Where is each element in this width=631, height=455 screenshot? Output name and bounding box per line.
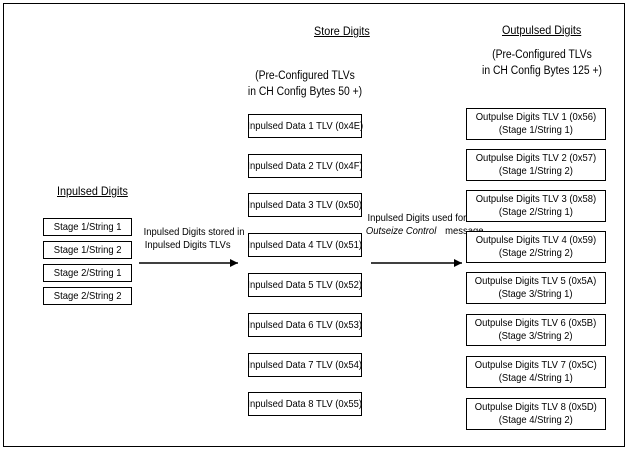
outpulse-tlv-2: Outpulse Digits TLV 2 (0x57)(Stage 1/Str… [466, 149, 606, 181]
outpulse-tlv-4: Outpulse Digits TLV 4 (0x59)(Stage 2/Str… [466, 231, 606, 263]
inpulsed-item-4: Stage 2/String 2 [43, 287, 132, 305]
store-digits-heading: Store Digits [314, 24, 370, 38]
inpulsed-item-3: Stage 2/String 1 [43, 264, 132, 282]
inpulsed-digits-heading: Inpulsed Digits [57, 184, 128, 198]
outpulse-tlv-1: Outpulse Digits TLV 1 (0x56)(Stage 1/Str… [466, 108, 606, 140]
outpulsed-digits-heading: Outpulsed Digits [502, 23, 582, 37]
store-tlv-3: Inpulsed Data 3 TLV (0x50) [248, 193, 362, 217]
inpulsed-item-2: Stage 1/String 2 [43, 241, 132, 259]
outpulse-tlv-3: Outpulse Digits TLV 3 (0x58)(Stage 2/Str… [466, 190, 606, 222]
outpulse-tlv-7: Outpulse Digits TLV 7 (0x5C)(Stage 4/Str… [466, 356, 606, 388]
store-tlv-7: Inpulsed Data 7 TLV (0x54) [248, 353, 362, 377]
outpulse-tlv-6: Outpulse Digits TLV 6 (0x5B)(Stage 3/Str… [466, 314, 606, 346]
arrow1-label: Inpulsed Digits stored in Inpulsed Digit… [143, 226, 245, 251]
store-tlv-8: Inpulsed Data 8 TLV (0x55) [248, 392, 362, 416]
diagram-frame [3, 3, 625, 447]
store-tlv-5: Inpulsed Data 5 TLV (0x52) [248, 273, 362, 297]
store-tlv-1: Inpulsed Data 1 TLV (0x4E) [247, 114, 363, 138]
outpulsed-digits-subtitle: (Pre-Configured TLVs in CH Config Bytes … [482, 49, 602, 77]
store-tlv-2: Inpulsed Data 2 TLV (0x4F) [247, 154, 363, 178]
inpulsed-item-1: Stage 1/String 1 [43, 218, 132, 236]
store-tlv-6: Inpulsed Data 6 TLV (0x53) [248, 313, 362, 337]
store-digits-subtitle: (Pre-Configured TLVs in CH Config Bytes … [247, 70, 363, 98]
outpulse-tlv-5: Outpulse Digits TLV 5 (0x5A)(Stage 3/Str… [466, 272, 606, 304]
outpulse-tlv-8: Outpulse Digits TLV 8 (0x5D)(Stage 4/Str… [466, 398, 606, 430]
store-tlv-4: Inpulsed Data 4 TLV (0x51) [248, 233, 362, 257]
